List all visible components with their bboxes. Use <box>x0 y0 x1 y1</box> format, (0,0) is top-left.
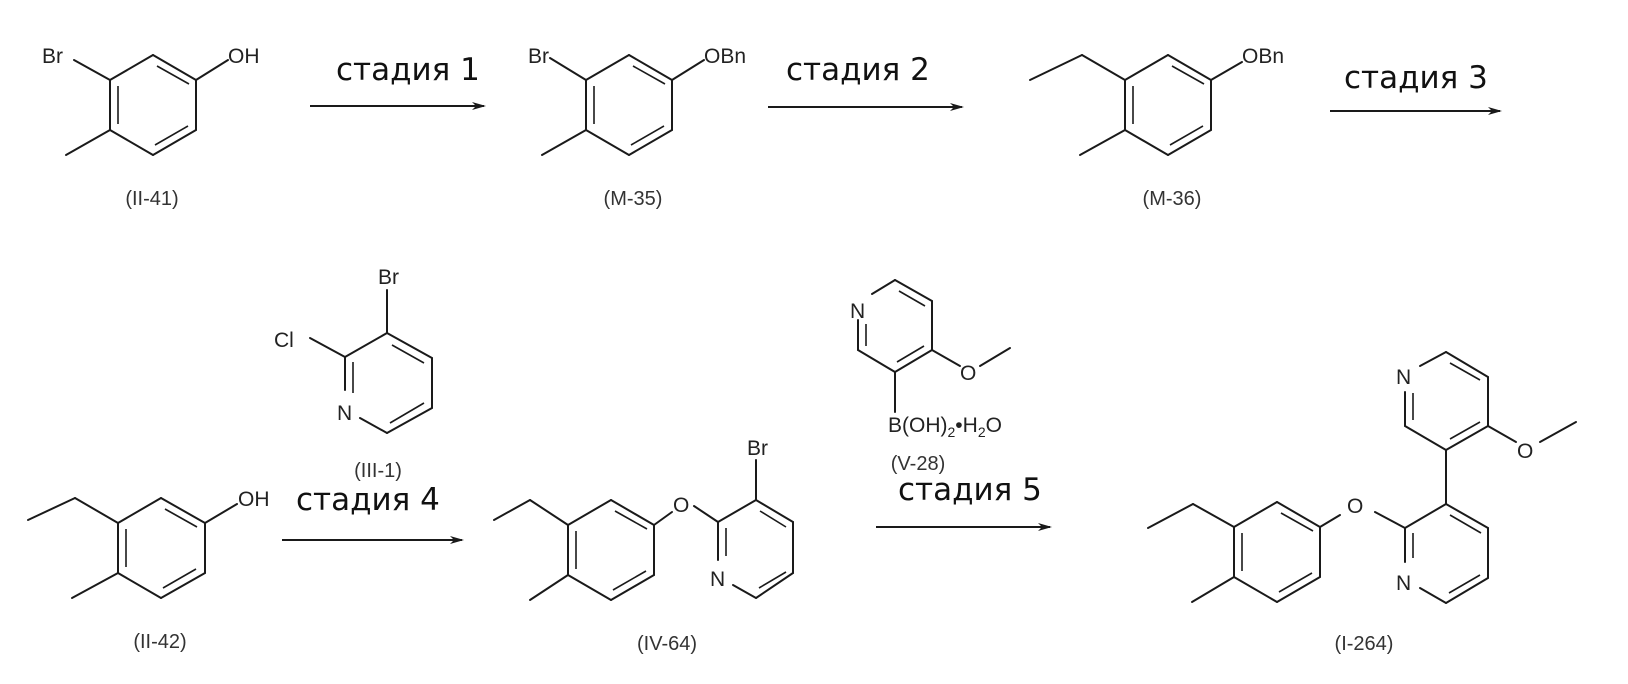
reaction-arrow-stage-5: стадия 5 <box>876 472 1052 531</box>
stage-label: стадия 5 <box>898 472 1042 508</box>
atom-br: Br <box>747 437 768 460</box>
stage-label: стадия 4 <box>296 482 440 518</box>
compound-label: (III-1) <box>354 460 402 482</box>
atom-o-ether: O <box>1347 495 1363 518</box>
atom-o-methoxy: O <box>1517 440 1533 463</box>
atom-br: Br <box>528 45 549 68</box>
atom-oh: OH <box>238 488 270 511</box>
atom-n: N <box>850 300 865 323</box>
atom-obn: OBn <box>704 45 746 68</box>
compound-label: (II-41) <box>125 188 178 210</box>
atom-br: Br <box>42 45 63 68</box>
stage-label: стадия 2 <box>786 52 930 88</box>
stage-label: стадия 3 <box>1344 60 1488 96</box>
compound-II-41: Br OH (II-41) <box>42 45 260 210</box>
stage-label: стадия 1 <box>336 52 480 88</box>
compound-M-36: OBn (M-36) <box>1029 45 1284 210</box>
compound-III-1: Br Cl N (III-1) <box>274 266 433 482</box>
compound-I-264: O N N O (I-264) <box>1147 351 1577 655</box>
compound-label: (IV-64) <box>637 633 697 655</box>
atom-br: Br <box>378 266 399 289</box>
compound-M-35: Br OBn (M-35) <box>528 45 746 210</box>
reaction-arrow-stage-2: стадия 2 <box>768 52 964 111</box>
compound-label: (I-264) <box>1335 633 1394 655</box>
atom-o: O <box>960 362 976 385</box>
compound-label: (M-36) <box>1143 188 1202 210</box>
reaction-arrow-stage-1: стадия 1 <box>310 52 486 110</box>
atom-boronic-acid: B(OH)2•H2O <box>888 414 1002 440</box>
atom-cl: Cl <box>274 329 294 352</box>
atom-n: N <box>710 568 725 591</box>
atom-n-pyridine-top: N <box>1396 366 1411 389</box>
reaction-arrow-stage-3: стадия 3 <box>1330 60 1502 115</box>
atom-n: N <box>337 402 352 425</box>
compound-IV-64: O Br N (IV-64) <box>493 437 794 655</box>
atom-n-pyridine: N <box>1396 572 1411 595</box>
atom-o: O <box>673 494 689 517</box>
compound-label: (V-28) <box>891 453 945 475</box>
reaction-arrow-stage-4: стадия 4 <box>282 482 464 544</box>
compound-V-28: N O B(OH)2•H2O (V-28) <box>850 279 1011 475</box>
compound-II-42: OH (II-42) <box>27 488 270 653</box>
atom-oh: OH <box>228 45 260 68</box>
atom-obn: OBn <box>1242 45 1284 68</box>
compound-label: (II-42) <box>133 631 186 653</box>
compound-label: (M-35) <box>604 188 663 210</box>
